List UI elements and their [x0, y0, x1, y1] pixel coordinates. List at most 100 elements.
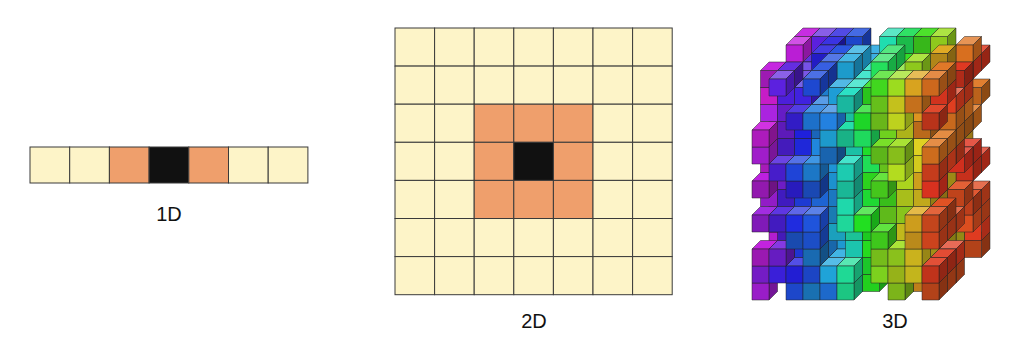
voxel-face — [982, 181, 991, 207]
grid-cell — [395, 66, 435, 104]
grid-cell — [553, 219, 593, 257]
voxel-face — [871, 249, 888, 266]
voxel-face — [846, 241, 863, 258]
voxel-face — [965, 181, 974, 207]
grid-cell — [633, 142, 673, 180]
grid-cell — [189, 147, 229, 183]
voxel-face — [786, 45, 803, 62]
grid-cell — [149, 147, 189, 183]
voxel-face — [922, 147, 939, 164]
grid-cell — [514, 219, 554, 257]
voxel-face — [863, 45, 872, 71]
voxel-face — [820, 113, 837, 130]
grid-cell — [514, 104, 554, 142]
voxel-face — [871, 181, 888, 198]
grid-cell — [435, 28, 475, 66]
voxel-face — [769, 164, 786, 181]
voxel-face — [888, 113, 905, 130]
voxel-face — [854, 130, 871, 147]
grid-cell — [633, 28, 673, 66]
voxel-face — [871, 232, 888, 249]
voxel-face — [803, 232, 820, 249]
voxel — [837, 54, 863, 80]
voxel-face — [803, 113, 820, 130]
voxel-face — [888, 147, 905, 164]
grid-cell — [514, 28, 554, 66]
voxel-face — [973, 37, 982, 63]
voxel-face — [778, 139, 795, 156]
grid-cell — [474, 219, 514, 257]
voxel-face — [965, 241, 982, 258]
voxel-face — [837, 62, 854, 79]
voxel-face — [803, 215, 820, 232]
one-d-grid — [30, 147, 308, 183]
grid-cell — [435, 104, 475, 142]
voxel-face — [956, 207, 965, 233]
voxel-face — [914, 37, 931, 54]
voxel-face — [854, 215, 871, 232]
voxel-face — [871, 79, 888, 96]
voxel-face — [837, 198, 854, 215]
voxel-face — [795, 139, 812, 156]
voxel-face — [786, 215, 803, 232]
grid-cell — [514, 180, 554, 218]
voxel-face — [786, 113, 803, 130]
voxel-face — [922, 113, 939, 130]
voxel-face — [888, 113, 905, 130]
grid-cell — [553, 257, 593, 295]
voxel-face — [837, 215, 854, 232]
voxel-face — [803, 79, 820, 96]
voxel-face — [922, 181, 939, 198]
voxel-face — [888, 164, 905, 181]
grid-cell — [633, 180, 673, 218]
voxel-face — [786, 232, 803, 249]
grid-cell — [70, 147, 110, 183]
voxel-face — [803, 249, 820, 266]
grid-cell — [435, 219, 475, 257]
voxel-face — [786, 164, 803, 181]
voxel-face — [888, 79, 905, 96]
voxel-face — [786, 113, 803, 130]
voxel-face — [837, 198, 854, 215]
voxel-face — [854, 113, 871, 130]
grid-cell — [395, 142, 435, 180]
three-d-voxels — [752, 28, 990, 300]
voxel-face — [854, 54, 863, 80]
voxel-face — [905, 215, 922, 232]
voxel-face — [973, 190, 982, 216]
voxel-face — [905, 79, 922, 96]
grid-cell — [553, 180, 593, 218]
grid-cell — [633, 219, 673, 257]
grid-cell — [593, 104, 633, 142]
voxel-face — [871, 79, 888, 96]
voxel-face — [871, 181, 888, 198]
voxel-face — [956, 241, 965, 267]
grid-cell — [593, 219, 633, 257]
voxel-face — [820, 147, 837, 164]
voxel-face — [905, 249, 922, 266]
voxel-face — [922, 232, 939, 249]
grid-cell — [395, 28, 435, 66]
voxel-face — [837, 130, 854, 147]
voxel-face — [854, 215, 871, 232]
voxel-face — [820, 130, 837, 147]
voxel-face — [965, 62, 974, 88]
voxel-face — [922, 266, 939, 283]
voxel-face — [982, 45, 991, 71]
grid-cell — [593, 28, 633, 66]
voxel-face — [837, 215, 854, 232]
voxel-face — [888, 266, 905, 283]
voxel-face — [837, 62, 854, 79]
voxel-face — [973, 139, 982, 165]
grid-cell — [474, 28, 514, 66]
voxel-face — [905, 232, 922, 249]
voxel-face — [922, 147, 939, 164]
voxel-face — [837, 96, 854, 113]
voxel-face — [897, 45, 906, 71]
voxel-face — [871, 96, 888, 113]
grid-cell — [593, 66, 633, 104]
grid-cell — [593, 257, 633, 295]
grid-cell — [109, 147, 149, 183]
grid-cell — [474, 104, 514, 142]
